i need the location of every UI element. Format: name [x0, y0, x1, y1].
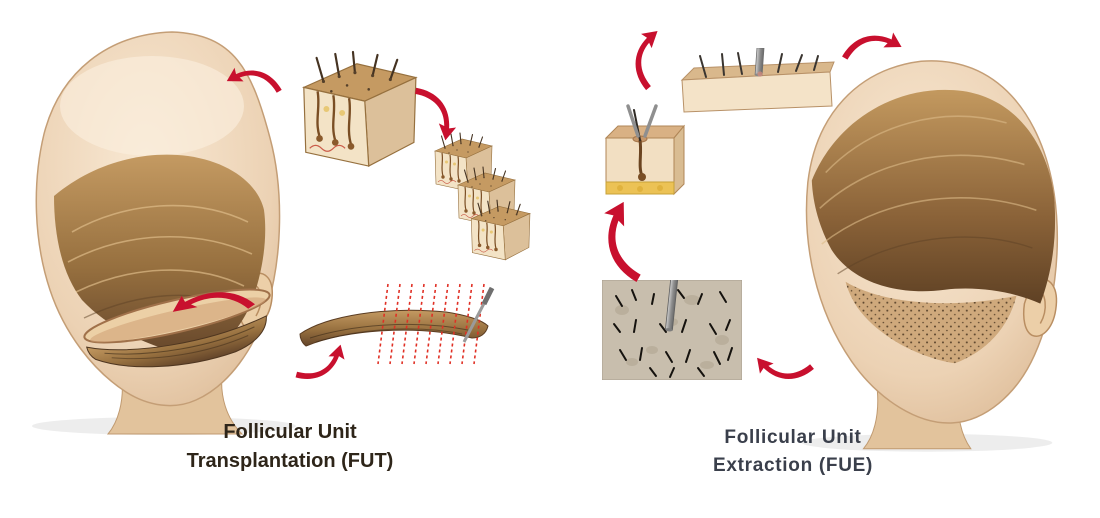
- donor-strip-excision: [83, 272, 271, 368]
- fue-caption: Follicular Unit Extraction (FUE): [628, 424, 958, 479]
- fue-head-illustration: [801, 60, 1058, 452]
- hair: [811, 89, 1056, 304]
- follicle-extraction-illustration: [604, 104, 686, 196]
- cut-lines: [377, 283, 485, 365]
- curved-arrow-icon: [611, 23, 684, 96]
- stubble-hairs: [613, 289, 733, 378]
- fue-caption-line2: Extraction (FUE): [712, 454, 874, 476]
- fut-caption-line1: Follicular Unit: [223, 421, 357, 443]
- scalp-photo-illustration: [602, 280, 742, 380]
- fut-caption: Follicular Unit Transplantation (FUT): [130, 418, 450, 476]
- fut-head-illustration: [32, 31, 296, 435]
- graft-cube-illustration: [460, 199, 532, 261]
- fue-caption-line1: Follicular Unit: [724, 427, 862, 448]
- skin-cross-section-illustration: [282, 50, 420, 168]
- curved-arrow-icon: [575, 194, 674, 292]
- follicle: [638, 139, 644, 177]
- curved-arrow-icon: [404, 82, 464, 142]
- strip-dissection-illustration: [299, 283, 495, 365]
- fue-punch-strip-illustration: [680, 48, 835, 113]
- forceps-icon: [626, 104, 658, 138]
- scalpel-icon: [462, 286, 495, 343]
- fut-caption-line2: Transplantation (FUT): [186, 450, 394, 472]
- shaved-donor-area: [845, 281, 1017, 364]
- punch-tool-icon: [664, 280, 679, 332]
